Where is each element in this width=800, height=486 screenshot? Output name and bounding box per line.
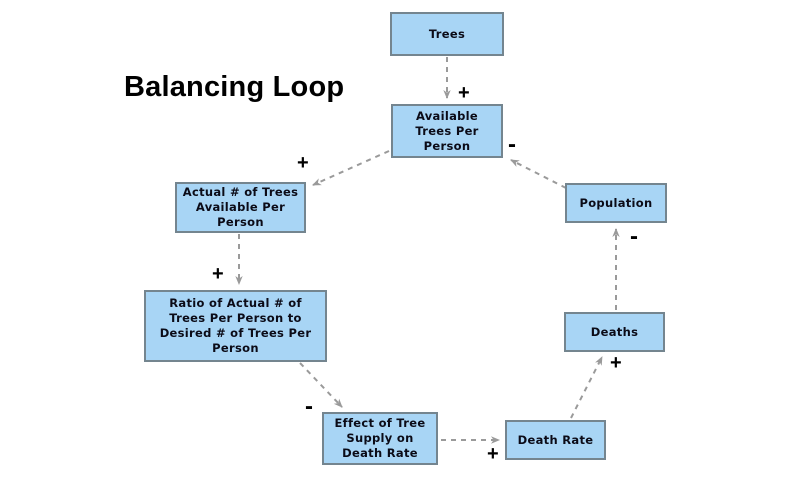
node-trees[interactable]: Trees [390, 12, 504, 56]
node-deaths[interactable]: Deaths [564, 312, 665, 352]
node-effect-of-tree-supply-on-death-rate-label: Effect of Tree Supply on Death Rate [334, 416, 426, 460]
node-deaths-label: Deaths [590, 324, 639, 339]
link-available-to-actual [312, 150, 390, 186]
node-ratio-actual-to-desired-trees-label: Ratio of Actual # of Trees Per Person to… [159, 296, 312, 355]
node-death-rate-label: Death Rate [517, 432, 594, 447]
node-available-trees-per-person-label: Available Trees Per Person [415, 108, 479, 153]
polarity-death-rate-to-deaths: + [610, 352, 622, 374]
node-population[interactable]: Population [565, 183, 667, 223]
polarity-available-to-actual: + [297, 152, 309, 174]
node-death-rate[interactable]: Death Rate [505, 420, 606, 460]
polarity-ratio-to-effect: - [305, 393, 313, 420]
link-population-to-available [510, 159, 567, 189]
node-available-trees-per-person[interactable]: Available Trees Per Person [391, 104, 503, 158]
node-population-label: Population [579, 195, 653, 210]
polarity-effect-to-death-rate: + [487, 443, 499, 465]
polarity-trees-to-available: + [458, 82, 470, 104]
node-actual-trees-available-per-person[interactable]: Actual # of Trees Available Per Person [175, 182, 306, 233]
node-ratio-actual-to-desired-trees[interactable]: Ratio of Actual # of Trees Per Person to… [144, 290, 327, 362]
node-trees-label: Trees [428, 26, 466, 41]
polarity-actual-to-ratio: + [212, 263, 224, 285]
link-death-rate-to-deaths [570, 356, 603, 419]
polarity-deaths-to-population: - [630, 223, 638, 250]
diagram-title: Balancing Loop [124, 71, 345, 103]
node-effect-of-tree-supply-on-death-rate[interactable]: Effect of Tree Supply on Death Rate [322, 412, 438, 465]
node-actual-trees-available-per-person-label: Actual # of Trees Available Per Person [182, 185, 299, 229]
polarity-population-to-available: - [508, 131, 516, 158]
